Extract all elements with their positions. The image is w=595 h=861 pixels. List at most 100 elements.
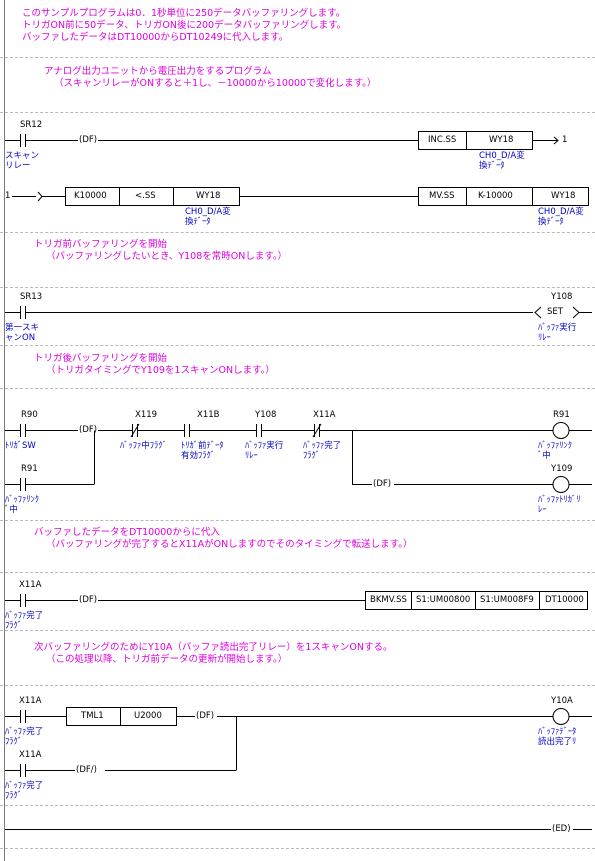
- contact-comment: ﾄﾘｶﾞSW: [5, 441, 36, 451]
- compare-instruction: <.SS: [135, 191, 156, 201]
- contact-comment: ﾌﾗｸﾞ: [303, 451, 321, 461]
- contact-address: X11A: [313, 410, 336, 420]
- operand: WY18: [551, 191, 576, 201]
- dfn-instruction: (DF/): [76, 765, 97, 775]
- operand: WY18: [489, 135, 514, 145]
- operand: S1:UM00800: [416, 595, 471, 605]
- mv-instruction: MV.SS: [429, 191, 455, 201]
- jump-label: 1: [562, 135, 568, 145]
- contact-address: X11A: [19, 750, 42, 760]
- contact-address: X11A: [19, 580, 42, 590]
- coil-address: R91: [553, 410, 570, 420]
- contact-comment: リレー: [5, 161, 31, 171]
- df-instruction: (DF): [79, 595, 98, 605]
- contact-address: SR12: [20, 120, 43, 130]
- coil-comment: ﾊﾞｯﾌｧ実行: [538, 323, 577, 333]
- coil-address: Y10A: [551, 696, 573, 706]
- separator: [0, 112, 595, 113]
- separator: [0, 57, 595, 58]
- contact-comment: 第一スキ: [5, 323, 40, 333]
- coil-address: Y109: [551, 464, 573, 474]
- contact-address: SR13: [20, 292, 43, 302]
- contact-comment: ャンON: [5, 333, 36, 343]
- contact-comment: ﾊﾞｯﾌｧ完了: [5, 611, 44, 621]
- contact-address: R90: [21, 410, 38, 420]
- coil-comment: ﾊﾞｯﾌｧﾃﾞｰﾀ: [538, 727, 577, 737]
- contact-comment: ﾄﾘｶﾞ前ﾃﾞｰﾀ: [181, 441, 224, 451]
- comment-line: トリガ後バッファリングを開始: [34, 353, 168, 364]
- df-instruction: (DF): [196, 711, 215, 721]
- contact-comment: スキャン: [5, 151, 40, 161]
- contact-comment: ﾌﾗｸﾞ: [5, 621, 23, 631]
- comment-line: バッファしたデータをDT10000からに代入: [34, 527, 220, 538]
- contact-comment: ﾘﾚｰ: [245, 451, 258, 461]
- timer-instruction: TML1: [81, 711, 104, 721]
- set-coil: SET: [547, 307, 563, 317]
- separator: [0, 848, 595, 849]
- coil-comment: ﾚｰ: [538, 505, 547, 515]
- contact-address: X11A: [19, 696, 42, 706]
- contact-address: X119: [135, 410, 158, 420]
- contact-comment: ﾞ中: [5, 505, 18, 515]
- operand-comment: 換ﾃﾞｰﾀ: [479, 161, 505, 171]
- contact-address: Y108: [255, 410, 277, 420]
- compare-constant: K10000: [74, 191, 107, 201]
- operand-comment: CH0_D/A変: [538, 207, 584, 217]
- comment-line: このサンプルプログラムは0．1秒単位に250データバッファリングします。: [22, 8, 346, 19]
- contact-address: R91: [21, 464, 38, 474]
- operand-comment: 換ﾃﾞｰﾀ: [538, 217, 564, 227]
- comment-line: バッファしたデータはDT10000からDT10249に代入します。: [22, 32, 289, 43]
- coil-comment: ﾊﾞｯﾌｧﾄﾘｶﾞﾘ: [538, 495, 581, 505]
- contact-comment: ﾊﾞｯﾌｧ完了: [5, 727, 44, 737]
- contact-comment: ﾌﾗｸﾞ: [5, 737, 23, 747]
- separator: [0, 287, 595, 288]
- end-instruction: (ED): [552, 824, 571, 834]
- coil-comment: ﾘﾚｰ: [538, 333, 551, 343]
- separator: [0, 805, 595, 806]
- operand: DT10000: [545, 595, 584, 605]
- contact-comment: ﾊﾞｯﾌｧ実行: [245, 441, 284, 451]
- bkmv-instruction: BKMV.SS: [370, 595, 407, 605]
- contact-address: X11B: [197, 410, 220, 420]
- separator: [0, 630, 595, 631]
- df-instruction: (DF): [79, 425, 98, 435]
- comment-line: （バッファリングしたいとき、Y108を常時ONします。）: [46, 251, 288, 262]
- comment-line: （スキャンリレーがONすると＋1し、－10000から10000で変化します。）: [54, 78, 377, 89]
- coil-address: Y108: [551, 292, 573, 302]
- separator: [0, 520, 595, 521]
- operand: S1:UM008F9: [480, 595, 534, 605]
- separator: [0, 345, 595, 346]
- inc-instruction: INC.SS: [428, 135, 457, 145]
- contact-comment: 有効ﾌﾗｸﾞ: [181, 451, 216, 461]
- comment-line: トリガ前バッファリングを開始: [34, 239, 168, 250]
- comment-line: （バッファリングが完了するとX11AがONしますのでそのタイミングで転送します。…: [46, 539, 413, 550]
- operand-comment: 換ﾃﾞｰﾀ: [185, 217, 211, 227]
- operand-comment: CH0_D/A変: [185, 207, 231, 217]
- contact-comment: ﾊﾞｯﾌｧﾘﾝｸ: [5, 495, 40, 505]
- df-instruction: (DF): [373, 479, 392, 489]
- contact-comment: ﾊﾞｯﾌｧ中ﾌﾗｸﾞ: [120, 441, 167, 451]
- comment-line: （トリガタイミングでY109を1スキャンONします。）: [46, 365, 275, 376]
- coil-comment: 読出完了ﾘ: [538, 737, 577, 747]
- comment-line: 次バッファリングのためにY10A（バッファ読出完了リレー）を1スキャンONする。: [34, 642, 393, 653]
- operand: WY18: [196, 191, 221, 201]
- separator: [0, 232, 595, 233]
- separator: [0, 685, 595, 686]
- operand: K-10000: [478, 191, 513, 201]
- operand-comment: CH0_D/A変: [479, 151, 525, 161]
- comment-line: アナログ出力ユニットから電圧出力をするプログラム: [44, 66, 272, 77]
- df-instruction: (DF): [79, 135, 98, 145]
- contact-comment: ﾌﾗｸﾞ: [5, 791, 23, 801]
- contact-comment: ﾊﾞｯﾌｧ完了: [5, 781, 44, 791]
- comment-line: トリガON前に50データ、トリガON後に200データバッファリングします。: [22, 20, 347, 31]
- comment-line: （この処理以降、トリガ前データの更新が開始します。）: [46, 654, 288, 665]
- jump-label: 1: [5, 191, 11, 201]
- contact-comment: ﾊﾞｯﾌｧ完了: [303, 441, 342, 451]
- coil-comment: ﾊﾞｯﾌｧﾘﾝｸ: [538, 441, 573, 451]
- separator: [0, 388, 595, 389]
- timer-setting: U2000: [134, 711, 162, 721]
- separator: [0, 572, 595, 573]
- coil-comment: ﾞ中: [538, 451, 551, 461]
